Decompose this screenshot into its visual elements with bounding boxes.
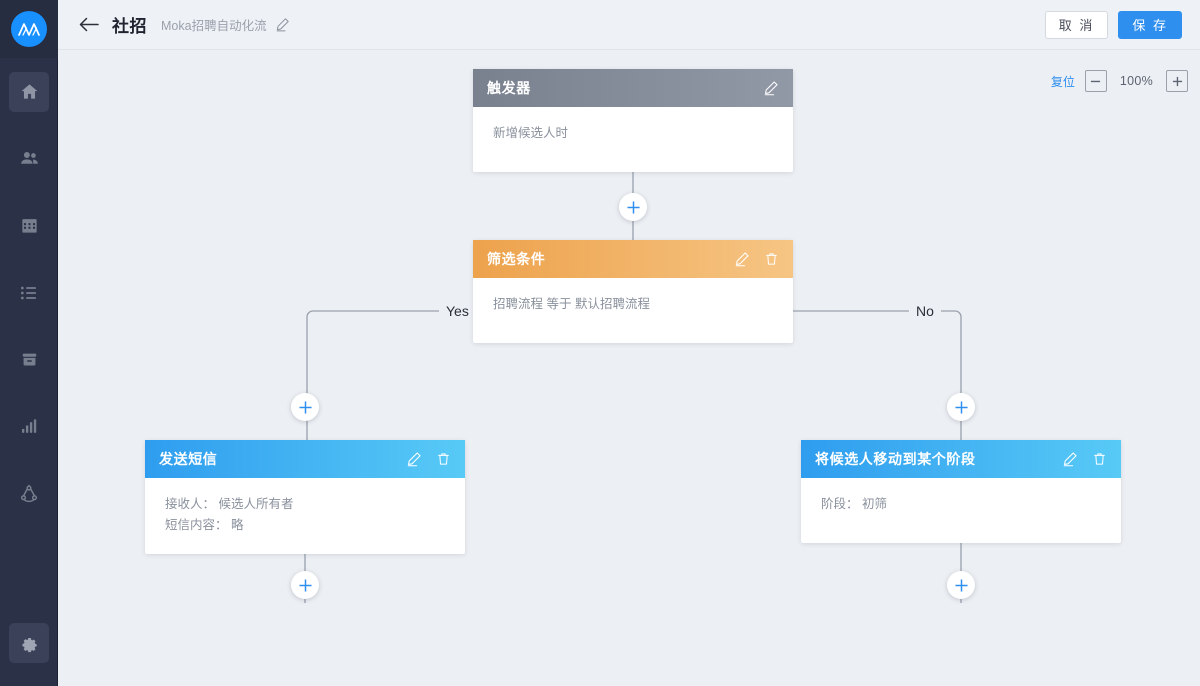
node-trigger-title: 触发器: [487, 80, 531, 96]
sidebar-item-settings[interactable]: [0, 609, 58, 676]
network-icon: [20, 483, 38, 502]
node-send-sms-actions: [406, 451, 451, 467]
sidebar-item-calendar-button[interactable]: [9, 206, 49, 246]
sidebar-item-calendar[interactable]: [0, 192, 58, 259]
people-icon: [20, 152, 38, 164]
add-yes-branch-button[interactable]: [291, 393, 319, 421]
pencil-glyph: [407, 452, 421, 467]
minus-icon: [1091, 80, 1101, 82]
moka-logo-icon: [11, 11, 47, 47]
node-condition-body-line: 招聘流程 等于 默认招聘流程: [493, 297, 650, 311]
node-condition-body: 招聘流程 等于 默认招聘流程: [473, 278, 793, 315]
node-move-stage[interactable]: 将候选人移动到某个阶段 阶段： 初筛: [801, 440, 1121, 543]
zoom-controls: 复位 100%: [1051, 70, 1188, 92]
sidebar-item-settings-button[interactable]: [9, 622, 49, 663]
cancel-button[interactable]: 取 消: [1044, 10, 1109, 39]
sidebar-bottom-group: [0, 609, 58, 676]
plus-icon: [1172, 76, 1182, 86]
plus-icon: [298, 400, 312, 414]
plus-icon: [954, 400, 968, 414]
sidebar-item-integrations-button[interactable]: [9, 474, 49, 514]
logo-mountain-glyph: [18, 23, 40, 36]
node-send-sms-title: 发送短信: [159, 451, 218, 467]
add-after-sms-button[interactable]: [291, 571, 319, 599]
left-nav-rail: [0, 0, 58, 686]
branch-label-no: No: [909, 303, 941, 319]
node-trigger[interactable]: 触发器 新增候选人时: [473, 69, 793, 172]
zoom-in-button[interactable]: [1166, 70, 1188, 92]
plus-icon: [298, 578, 312, 592]
node-send-sms-header: 发送短信: [145, 440, 465, 478]
pencil-icon[interactable]: [1062, 451, 1078, 467]
plus-icon: [954, 578, 968, 592]
sidebar-item-archive[interactable]: [0, 326, 58, 393]
node-condition-actions: [734, 251, 779, 267]
page-header: 社招 Moka招聘自动化流 取 消 保 存: [58, 0, 1200, 50]
add-no-branch-button[interactable]: [947, 393, 975, 421]
trash-icon[interactable]: [1092, 451, 1107, 467]
sidebar-item-integrations[interactable]: [0, 460, 58, 527]
zoom-level-label: 100%: [1119, 74, 1153, 88]
pencil-glyph: [276, 18, 289, 32]
pencil-icon[interactable]: [763, 80, 779, 96]
wire-yes-branch: [306, 310, 473, 448]
list-icon: [21, 286, 37, 299]
trash-icon[interactable]: [436, 451, 451, 467]
gear-icon: [22, 637, 37, 652]
home-icon: [21, 84, 37, 99]
sidebar-item-tasks-button[interactable]: [9, 273, 49, 313]
node-trigger-actions: [763, 80, 779, 96]
sidebar-item-reports[interactable]: [0, 393, 58, 460]
pencil-icon[interactable]: [406, 451, 422, 467]
node-move-stage-actions: [1062, 451, 1107, 467]
add-after-trigger-button[interactable]: [619, 193, 647, 221]
reset-view-link[interactable]: 复位: [1050, 74, 1075, 89]
trash-glyph: [438, 453, 449, 465]
plus-icon: [626, 200, 640, 214]
flow-canvas[interactable]: 复位 100%: [58, 50, 1200, 686]
sidebar-item-candidates[interactable]: [0, 125, 58, 192]
add-after-move-stage-button[interactable]: [947, 571, 975, 599]
node-condition[interactable]: 筛选条件 招聘流程 等于 默认招聘流程: [473, 240, 793, 343]
pencil-glyph: [735, 252, 749, 267]
node-move-stage-body: 阶段： 初筛: [801, 478, 1121, 515]
node-send-sms-body-line-1: 接收人： 候选人所有者: [165, 497, 294, 511]
sidebar-item-candidates-button[interactable]: [9, 139, 49, 179]
archive-icon: [22, 353, 36, 366]
back-arrow-glyph: [79, 17, 99, 32]
save-button[interactable]: 保 存: [1118, 10, 1182, 39]
sidebar-item-home-button[interactable]: [9, 71, 49, 112]
node-trigger-body: 新增候选人时: [473, 107, 793, 144]
node-condition-header: 筛选条件: [473, 240, 793, 278]
node-send-sms-body-line-2: 短信内容： 略: [165, 518, 244, 532]
node-send-sms[interactable]: 发送短信 接收人： 候选人所有者: [145, 440, 465, 554]
pencil-icon[interactable]: [275, 17, 290, 32]
back-arrow-icon[interactable]: [78, 14, 100, 36]
pencil-icon[interactable]: [734, 251, 750, 267]
calendar-icon: [21, 219, 37, 233]
node-condition-title: 筛选条件: [487, 251, 546, 267]
trash-glyph: [1094, 453, 1105, 465]
sidebar-item-reports-button[interactable]: [9, 407, 49, 447]
bar-chart-icon: [21, 419, 36, 433]
app-logo[interactable]: [0, 0, 58, 58]
flow-name-label: Moka招聘自动化流: [161, 19, 267, 33]
sidebar-item-home[interactable]: [0, 58, 58, 125]
node-send-sms-body: 接收人： 候选人所有者 短信内容： 略: [145, 478, 465, 536]
branch-label-yes: Yes: [439, 303, 476, 319]
zoom-out-button[interactable]: [1084, 70, 1107, 92]
node-trigger-body-line: 新增候选人时: [493, 126, 569, 140]
pencil-glyph: [1063, 452, 1077, 467]
wire-no-branch: [793, 310, 962, 448]
sidebar-item-tasks[interactable]: [0, 259, 58, 326]
trash-glyph: [766, 253, 777, 265]
node-trigger-header: 触发器: [473, 69, 793, 107]
pencil-glyph: [764, 81, 778, 96]
node-move-stage-header: 将候选人移动到某个阶段: [801, 440, 1121, 478]
sidebar-item-archive-button[interactable]: [9, 340, 49, 380]
node-move-stage-title: 将候选人移动到某个阶段: [815, 451, 976, 467]
trash-icon[interactable]: [764, 251, 779, 267]
page-title: 社招: [112, 17, 147, 36]
node-move-stage-body-line: 阶段： 初筛: [821, 497, 887, 511]
